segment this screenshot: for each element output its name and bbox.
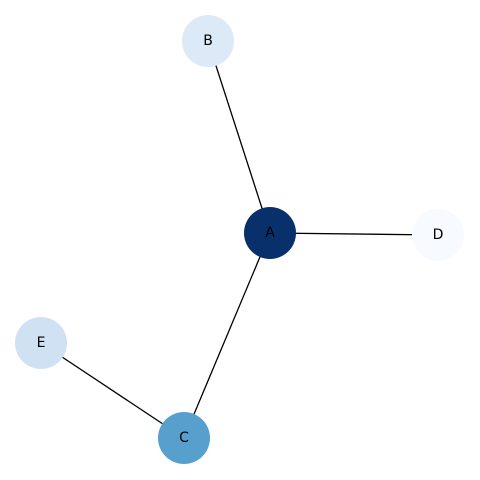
node-circle-a [244, 207, 296, 259]
node-a: A [244, 207, 296, 259]
node-circle-c [158, 412, 210, 464]
node-label-a: A [265, 225, 275, 241]
edge-a-c [183, 232, 271, 439]
node-e: E [15, 317, 67, 369]
node-label-e: E [37, 335, 46, 351]
node-circle-d [412, 209, 464, 261]
edge-a-d [269, 232, 439, 236]
node-label-b: B [203, 33, 213, 49]
node-label-d: D [433, 227, 444, 243]
node-label-c: C [179, 430, 189, 446]
node-d: D [412, 209, 464, 261]
edge-a-b [207, 40, 271, 234]
node-circle-b [182, 15, 234, 67]
edge-c-e [40, 342, 185, 439]
nodes-layer: A B C D E [15, 15, 464, 464]
node-b: B [182, 15, 234, 67]
edges-layer [40, 40, 439, 439]
node-circle-e [15, 317, 67, 369]
node-c: C [158, 412, 210, 464]
